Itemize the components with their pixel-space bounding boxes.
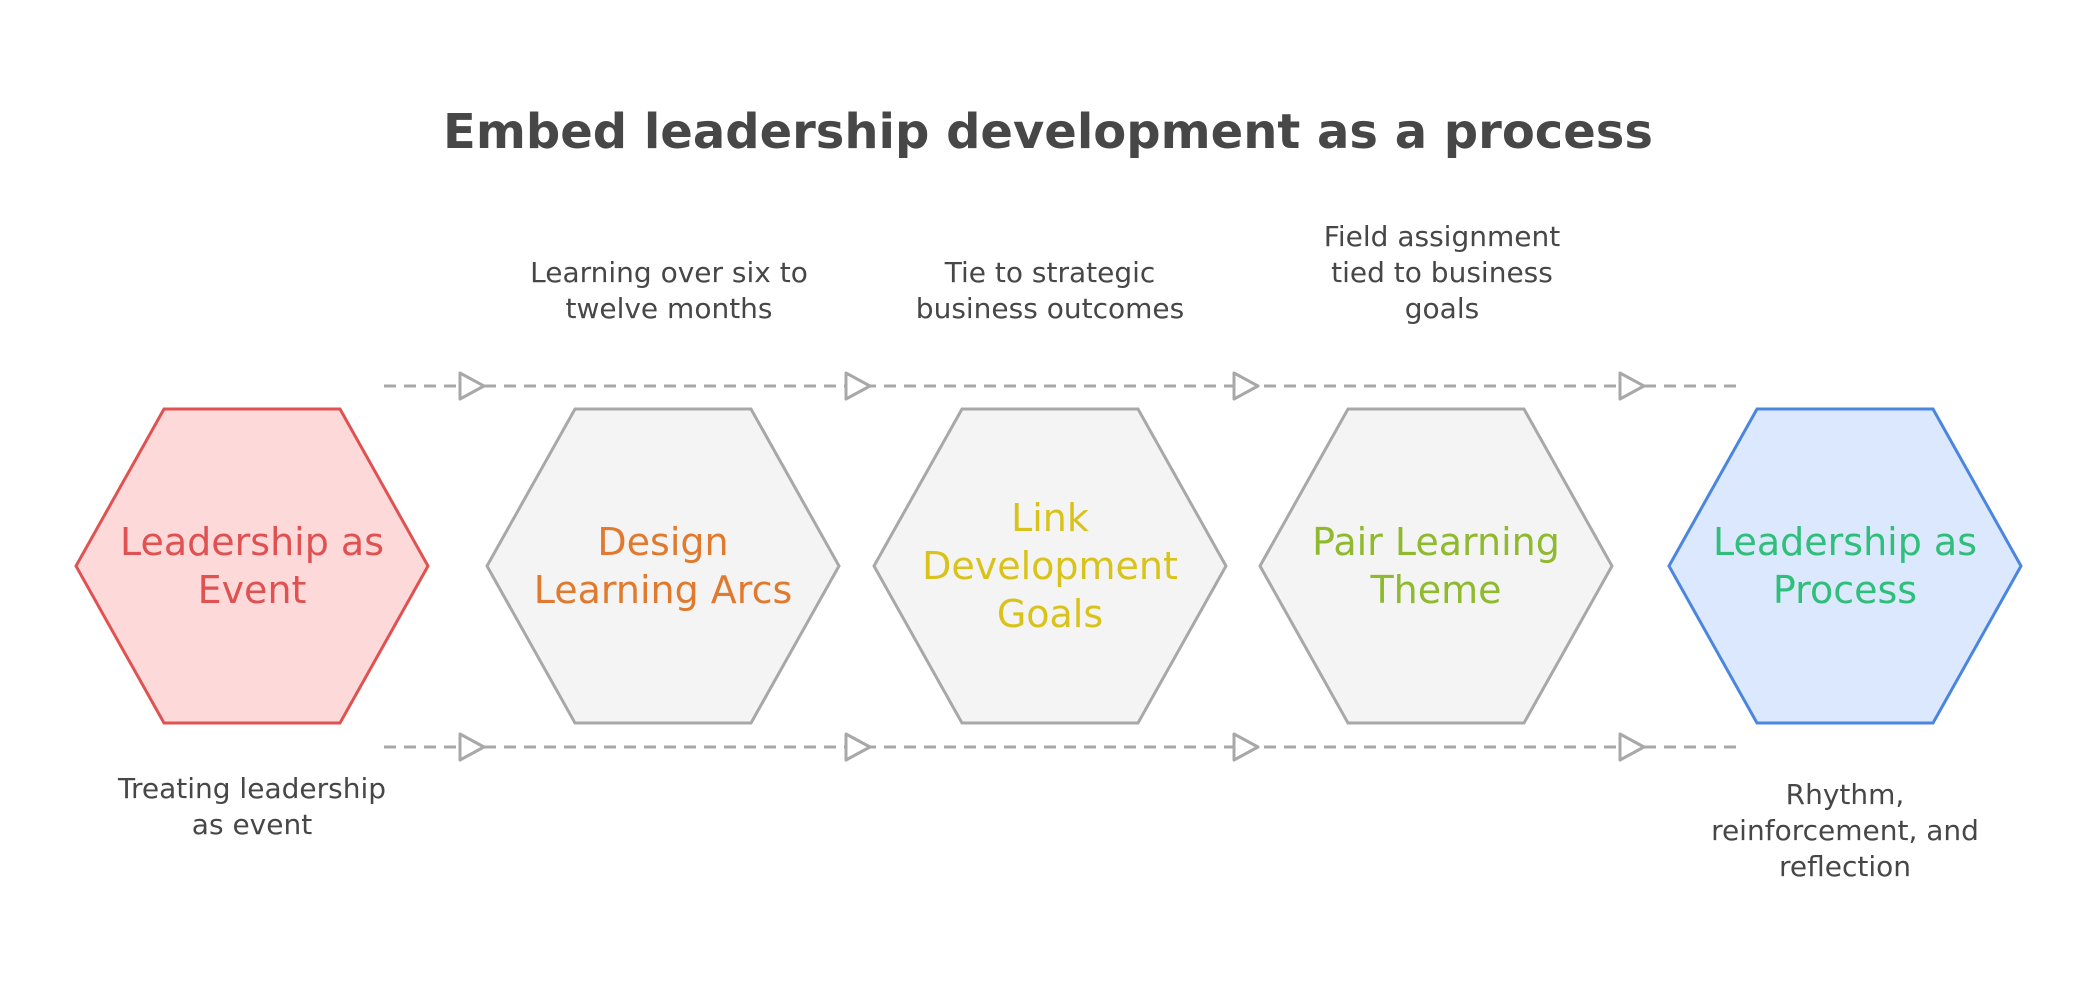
stage-note-2: Learning over six to (530, 256, 808, 289)
arrow-head-icon (1618, 371, 1646, 401)
stage-hexagon-5 (1667, 407, 2023, 725)
arrow-head-icon (844, 732, 872, 762)
stage-note-4: Field assignment (1324, 220, 1560, 253)
stage-note-5: reflection (1779, 850, 1911, 883)
arrow-head-icon (1232, 732, 1260, 762)
arrow-head-icon (458, 371, 486, 401)
stage-note-1: Treating leadership (117, 772, 386, 805)
stage-label-1: Leadership as (120, 520, 384, 564)
stage-hexagon-4 (1258, 407, 1614, 725)
stage-note-5: reinforcement, and (1711, 814, 1979, 847)
stage-note-3: Tie to strategic (944, 256, 1156, 289)
arrow-head-icon (1232, 371, 1260, 401)
stage-note-2: twelve months (565, 292, 772, 325)
stage-label-3: Development (922, 544, 1178, 588)
stage-label-3: Goals (997, 592, 1103, 636)
stage-label-5: Process (1773, 568, 1917, 612)
arrow-head-icon (1618, 732, 1646, 762)
diagram-title: Embed leadership development as a proces… (443, 104, 1653, 160)
stage-note-1: as event (192, 808, 312, 841)
arrow-head-icon (844, 371, 872, 401)
arrow-head-icon (458, 732, 486, 762)
stage-note-5: Rhythm, (1786, 778, 1905, 811)
stage-label-2: Learning Arcs (534, 568, 793, 612)
stage-hexagon-3 (872, 407, 1228, 725)
stage-note-4: tied to business (1331, 256, 1553, 289)
connector-arrows (384, 371, 1742, 762)
stage-label-4: Theme (1369, 568, 1501, 612)
stage-label-1: Event (198, 568, 307, 612)
stage-label-3: Link (1011, 496, 1089, 540)
stage-hexagon-2 (485, 407, 841, 725)
stage-label-5: Leadership as (1713, 520, 1977, 564)
stage-note-3: business outcomes (916, 292, 1184, 325)
stage-label-2: Design (597, 520, 728, 564)
stage-label-4: Pair Learning (1312, 520, 1560, 564)
stage-note-4: goals (1405, 292, 1479, 325)
stage-hexagon-1 (74, 407, 430, 725)
